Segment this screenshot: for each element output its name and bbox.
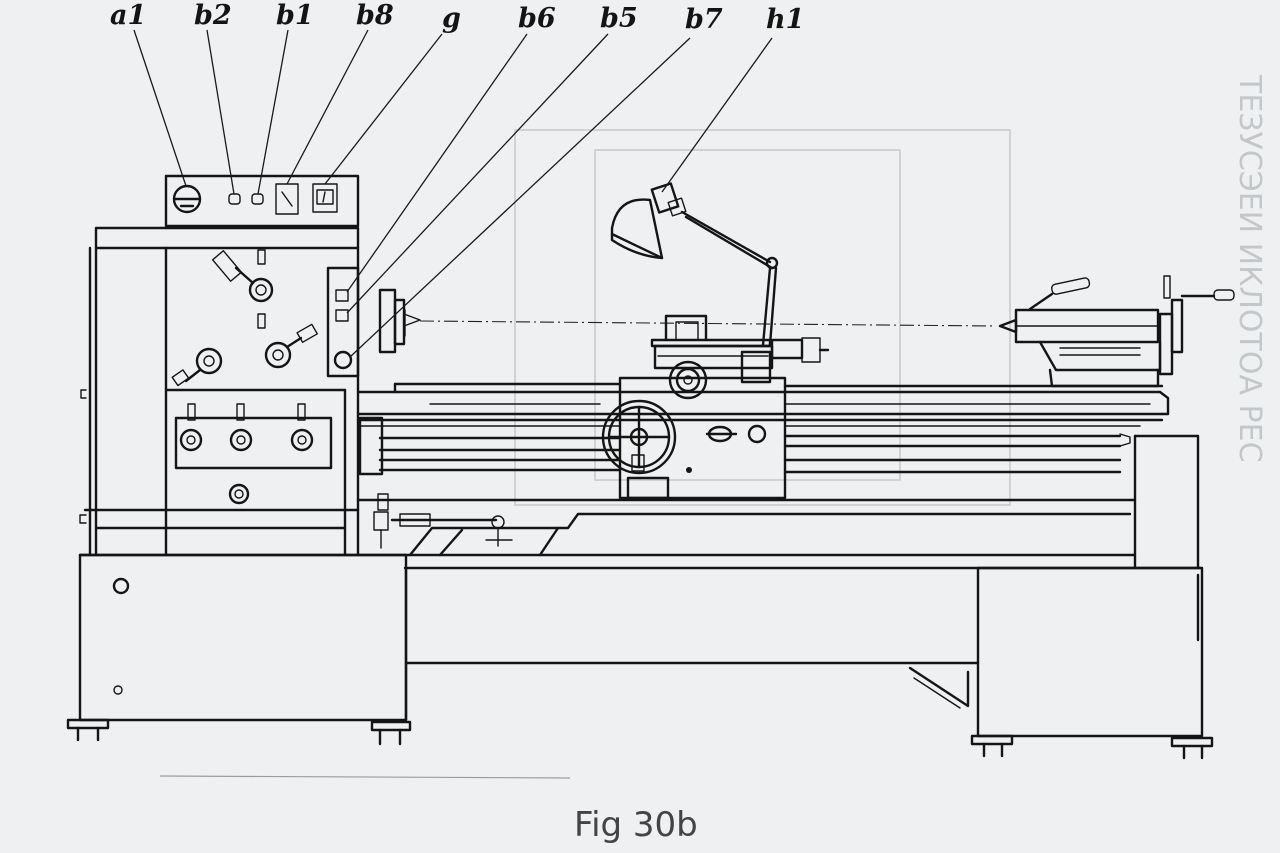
side-handle-lower	[79, 514, 87, 524]
apron-rivet	[686, 467, 692, 473]
right-cabinet	[970, 434, 1214, 760]
feed-lever	[705, 425, 738, 443]
pushbutton-b1	[251, 193, 264, 205]
callout-labels: a1 b2 b1 b8 g b6 b5 b7 h1	[110, 0, 804, 35]
callout-g: g	[442, 3, 461, 34]
tailstock-clamp-lever	[1028, 277, 1091, 311]
gearbox-knob-3	[290, 403, 314, 452]
gearbox-knob-1	[179, 403, 203, 452]
callout-b6: b6	[518, 3, 556, 34]
tailstock	[998, 275, 1235, 388]
leader-b1	[257, 29, 289, 195]
spindle-button-b6	[335, 289, 349, 302]
feed-knob-left	[171, 347, 223, 387]
spindle-centerline	[419, 320, 997, 327]
leader-g	[324, 33, 443, 185]
gearbox-knob-2	[229, 403, 253, 452]
feed-knob-right	[264, 323, 318, 369]
pushbutton-b2	[228, 193, 241, 205]
headstock	[78, 226, 407, 557]
spindle-button-b5	[335, 309, 349, 322]
lathe-bed	[356, 382, 1202, 570]
gearbox-panel	[174, 403, 333, 470]
feed-mechanism	[373, 493, 513, 549]
gauge-g	[312, 183, 338, 213]
callout-leaders	[133, 29, 773, 358]
bleed-through-shadow: TЕЗУСЭЕИ ИКЛОТОА РЕС	[514, 74, 1267, 506]
feed-knob-apron	[747, 424, 767, 444]
svg-text:TЕЗУСЭЕИ ИКЛОТОА РЕС: TЕЗУСЭЕИ ИКЛОТОА РЕС	[1232, 74, 1267, 463]
left-cabinet	[66, 553, 412, 746]
cross-slide-dial	[668, 360, 708, 400]
apron-handwheel	[601, 399, 677, 475]
control-panel	[164, 174, 360, 228]
callout-b7: b7	[685, 4, 723, 35]
ammeter-b8	[275, 183, 299, 215]
main-switch-a1	[172, 184, 202, 214]
leader-h1	[661, 37, 773, 193]
chuck	[378, 288, 421, 354]
figure-caption: Fig 30b	[574, 805, 698, 845]
callout-b2: b2	[194, 0, 232, 31]
leader-b2	[206, 29, 235, 195]
callout-a1: a1	[110, 0, 146, 31]
callout-h1: h1	[766, 4, 804, 35]
work-lamp	[610, 182, 779, 347]
side-handle-upper	[80, 389, 87, 399]
spindle-area	[326, 266, 421, 378]
bed-base	[404, 566, 980, 722]
spindle-button-b7	[333, 350, 353, 370]
callout-b8: b8	[356, 0, 394, 31]
carriage	[601, 314, 830, 500]
leader-b5	[346, 33, 609, 314]
callout-b1: b1	[276, 0, 314, 31]
callout-b5: b5	[600, 3, 638, 34]
lower-knob	[228, 483, 250, 505]
tool-post	[770, 337, 830, 363]
leader-b8	[286, 29, 369, 185]
leader-b7	[349, 37, 691, 358]
leader-a1	[133, 29, 187, 187]
tailstock-handwheel	[1158, 275, 1235, 376]
caption-rule	[159, 775, 571, 779]
speed-selector-lever	[211, 249, 274, 329]
leader-b6	[346, 33, 528, 293]
spindle-control-plate	[326, 266, 360, 378]
